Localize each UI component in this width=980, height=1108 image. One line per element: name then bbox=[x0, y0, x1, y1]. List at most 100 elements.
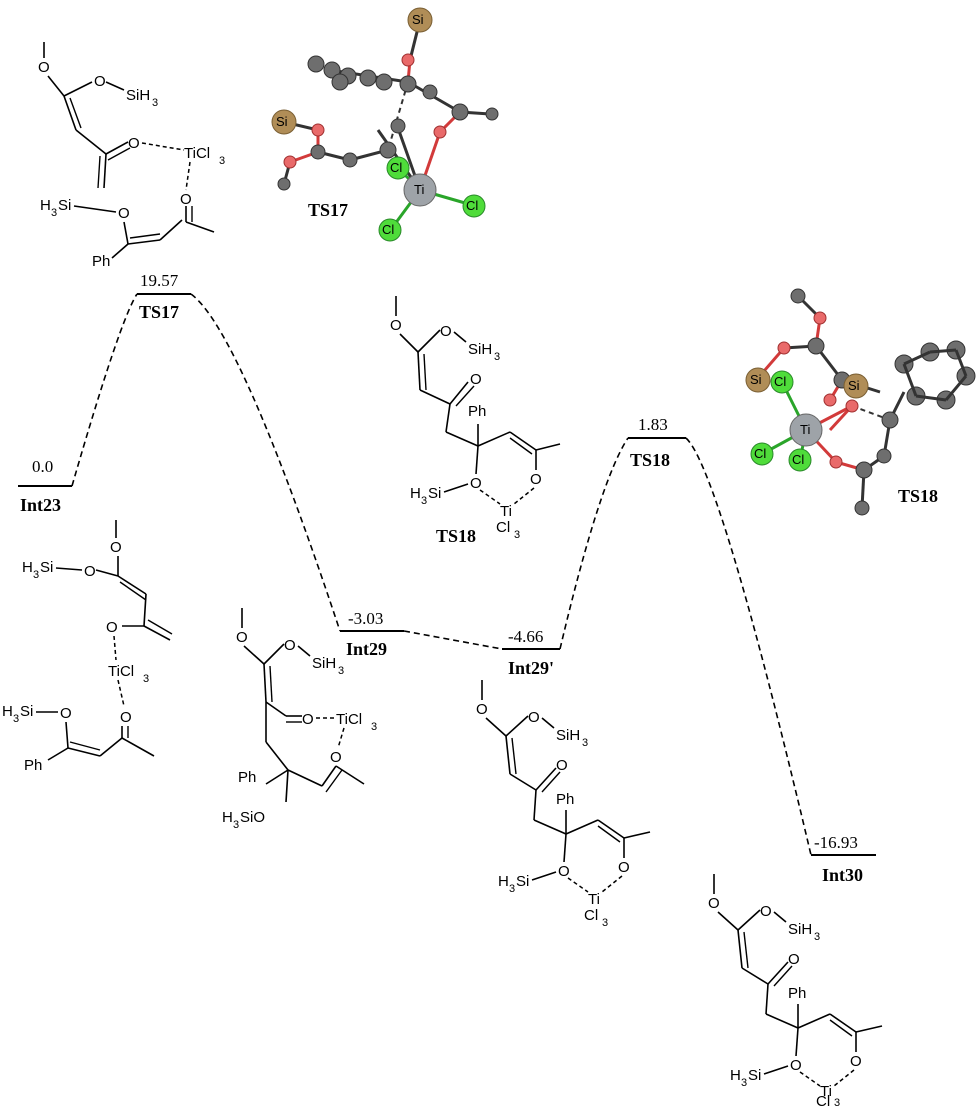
svg-text:O: O bbox=[440, 323, 452, 340]
svg-text:SiH: SiH bbox=[468, 341, 492, 358]
svg-text:O: O bbox=[236, 629, 248, 646]
svg-text:Si: Si bbox=[750, 372, 762, 387]
structure-ts18-3d: Si Cl Si Ti Cl Cl TS18 bbox=[745, 288, 976, 516]
svg-text:Cl: Cl bbox=[754, 446, 766, 461]
svg-text:Ph: Ph bbox=[468, 403, 486, 420]
phenyl-ring-ts18-3d bbox=[894, 340, 976, 410]
svg-text:O: O bbox=[470, 371, 482, 388]
svg-text:TiCl: TiCl bbox=[184, 145, 210, 162]
ticl3-bottom: Cl bbox=[496, 519, 510, 536]
svg-text:SiH: SiH bbox=[126, 87, 150, 104]
svg-text:3: 3 bbox=[33, 569, 39, 581]
phenyl-ring-3d bbox=[307, 55, 393, 91]
svg-text:O: O bbox=[530, 471, 542, 488]
svg-text:O: O bbox=[302, 711, 314, 728]
svg-text:SiH: SiH bbox=[788, 921, 812, 938]
svg-text:TiCl: TiCl bbox=[108, 663, 134, 680]
energy-values: 0.0 19.57 -3.03 -4.66 1.83 -16.93 bbox=[32, 271, 858, 852]
name-ts17: TS17 bbox=[139, 302, 179, 322]
structure-int29p-2d: O O SiH 3 O Ph O O H 3 Si Ti Cl 3 bbox=[476, 680, 651, 929]
svg-text:O: O bbox=[790, 1057, 802, 1074]
svg-text:O: O bbox=[60, 705, 72, 722]
svg-text:H: H bbox=[410, 485, 421, 502]
connector-ts17-int29 bbox=[190, 293, 341, 632]
svg-text:H: H bbox=[2, 703, 13, 720]
svg-text:O: O bbox=[118, 205, 130, 222]
svg-text:3: 3 bbox=[494, 351, 500, 363]
svg-text:Ti: Ti bbox=[414, 182, 424, 197]
svg-text:3: 3 bbox=[338, 665, 344, 677]
energy-ts17: 19.57 bbox=[140, 271, 179, 290]
ticl3-int30: Cl bbox=[816, 1093, 830, 1108]
svg-text:3: 3 bbox=[834, 1097, 840, 1108]
svg-text:3: 3 bbox=[582, 737, 588, 749]
svg-text:Si: Si bbox=[412, 12, 424, 27]
energy-int30: -16.93 bbox=[814, 833, 858, 852]
atom-o: O bbox=[38, 59, 50, 76]
svg-text:Si: Si bbox=[428, 485, 441, 502]
svg-text:O: O bbox=[470, 475, 482, 492]
svg-text:Ti: Ti bbox=[800, 422, 810, 437]
structure-ts17-2d: O O SiH 3 O TiCl 3 O H 3 Si O Ph bbox=[38, 42, 225, 270]
svg-text:Cl: Cl bbox=[390, 160, 402, 175]
svg-text:3: 3 bbox=[219, 155, 225, 167]
connector-int23-ts17 bbox=[71, 293, 138, 487]
svg-text:3: 3 bbox=[371, 721, 377, 733]
svg-text:Si: Si bbox=[748, 1067, 761, 1084]
svg-text:O: O bbox=[760, 903, 772, 920]
energy-int23: 0.0 bbox=[32, 457, 53, 476]
svg-text:O: O bbox=[476, 701, 488, 718]
reaction-path bbox=[71, 293, 812, 856]
svg-text:Si: Si bbox=[58, 197, 71, 214]
name-int29: Int29 bbox=[346, 639, 387, 659]
structure-ts18-2d: O O SiH 3 O Ph O O H 3 Si Ti Cl 3 TS18 bbox=[390, 296, 561, 546]
svg-text:O: O bbox=[120, 709, 132, 726]
svg-text:O: O bbox=[528, 709, 540, 726]
name-int30: Int30 bbox=[822, 865, 863, 885]
svg-text:Ph: Ph bbox=[556, 791, 574, 808]
svg-text:O: O bbox=[558, 863, 570, 880]
svg-text:Si: Si bbox=[20, 703, 33, 720]
svg-text:Ti: Ti bbox=[588, 891, 600, 908]
svg-text:3: 3 bbox=[514, 529, 520, 541]
svg-text:O: O bbox=[180, 191, 192, 208]
svg-text:3: 3 bbox=[509, 883, 515, 895]
svg-text:H: H bbox=[22, 559, 33, 576]
svg-text:3: 3 bbox=[13, 713, 19, 725]
svg-text:Cl: Cl bbox=[466, 198, 478, 213]
svg-text:SiH: SiH bbox=[312, 655, 336, 672]
connector-int29-int29p bbox=[403, 630, 503, 650]
structure-int30-2d: O O SiH 3 O Ph O O H 3 Si Ti Cl 3 bbox=[708, 874, 883, 1108]
ticl3-int29p: Cl bbox=[584, 907, 598, 924]
energy-int29p: -4.66 bbox=[508, 627, 543, 646]
connector-int29p-ts18 bbox=[559, 437, 629, 650]
name-int23: Int23 bbox=[20, 495, 61, 515]
svg-text:O: O bbox=[284, 637, 296, 654]
svg-text:Ph: Ph bbox=[238, 769, 256, 786]
name-int29p: Int29' bbox=[508, 658, 554, 678]
svg-text:3: 3 bbox=[602, 917, 608, 929]
structure-int23-2d: O O H 3 Si O TiCl 3 O H 3 Si O Ph bbox=[2, 520, 173, 774]
svg-text:Si: Si bbox=[848, 378, 860, 393]
svg-text:O: O bbox=[556, 757, 568, 774]
svg-text:Ph: Ph bbox=[92, 253, 110, 270]
svg-text:O: O bbox=[128, 135, 140, 152]
svg-text:O: O bbox=[110, 539, 122, 556]
label-ts18-3d: TS18 bbox=[898, 486, 938, 506]
svg-text:O: O bbox=[618, 859, 630, 876]
connector-ts18-int30 bbox=[685, 437, 812, 856]
svg-text:H: H bbox=[498, 873, 509, 890]
svg-text:Si: Si bbox=[40, 559, 53, 576]
svg-text:3: 3 bbox=[814, 931, 820, 943]
svg-text:Cl: Cl bbox=[382, 222, 394, 237]
structure-ts17-3d: Si Si Cl Ti Cl Cl TS17 bbox=[271, 7, 499, 242]
svg-text:H: H bbox=[222, 809, 233, 826]
svg-text:Ph: Ph bbox=[24, 757, 42, 774]
svg-text:O: O bbox=[850, 1053, 862, 1070]
svg-text:Ph: Ph bbox=[788, 985, 806, 1002]
svg-text:SiH: SiH bbox=[556, 727, 580, 744]
svg-text:O: O bbox=[106, 619, 118, 636]
svg-text:Si: Si bbox=[276, 114, 288, 129]
level-names: Int23 TS17 Int29 Int29' TS18 Int30 bbox=[20, 302, 863, 885]
